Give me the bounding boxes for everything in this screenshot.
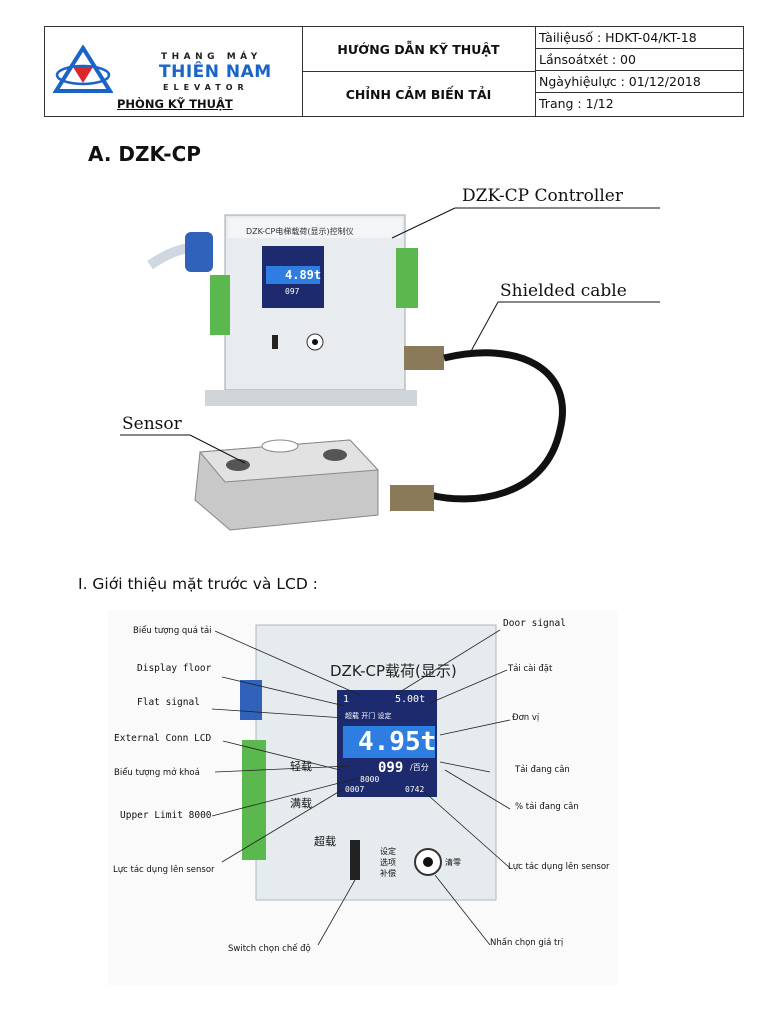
lcd-main-value: 4.95t bbox=[358, 727, 437, 757]
section-a-heading: A. DZK-CP bbox=[88, 142, 201, 166]
callout-overload-icon: Biểu tượng quá tải bbox=[133, 626, 212, 636]
label-sensor: Sensor bbox=[122, 414, 182, 434]
button-label-zero: 清零 bbox=[445, 858, 461, 867]
callout-door-signal: Door signal bbox=[503, 618, 566, 629]
company-logo-icon bbox=[53, 45, 113, 93]
section-i-heading: I. Giới thiệu mặt trước và LCD : bbox=[78, 575, 318, 593]
doc-effective-date: Ngàyhiệulực : 01/12/2018 bbox=[535, 71, 743, 93]
doc-title: HƯỚNG DẪN KỸ THUẬT bbox=[302, 27, 535, 72]
switch-label-set: 设定 bbox=[380, 847, 396, 856]
document-header: THANG MÁY THIÊN NAM ELEVATOR PHÒNG KỸ TH… bbox=[44, 26, 744, 117]
doc-subtitle: CHỈNH CẢM BIẾN TẢI bbox=[345, 86, 492, 102]
lcd-upper: 8000 bbox=[360, 775, 380, 784]
switch-label-option: 选项 bbox=[380, 858, 396, 867]
callout-switch-mode: Switch chọn chế độ bbox=[228, 944, 311, 954]
lcd-floor: 1 bbox=[343, 694, 350, 705]
callout-percent-load: % tải đang cân bbox=[515, 802, 579, 812]
logo-line3: ELEVATOR bbox=[163, 83, 249, 92]
lcd-status-row: 超载 开门 设定 bbox=[345, 712, 392, 720]
lcd-value-small: 4.89t bbox=[285, 268, 322, 282]
side-label-full: 满载 bbox=[290, 797, 312, 810]
lcd-percent-small: 097 bbox=[285, 287, 300, 296]
callout-sensor-force-left: Lực tác dụng lên sensor bbox=[113, 865, 215, 875]
callout-sensor-force-right: Lực tác dụng lên sensor bbox=[508, 862, 610, 872]
department-name: PHÒNG KỸ THUẬT bbox=[117, 97, 233, 111]
logo-brand: THIÊN NAM bbox=[159, 62, 272, 82]
label-shielded-cable: Shielded cable bbox=[500, 281, 627, 301]
connector-icon bbox=[240, 680, 262, 720]
side-label-light: 轻载 bbox=[290, 760, 312, 773]
logo-cell: THANG MÁY THIÊN NAM ELEVATOR PHÒNG KỸ TH… bbox=[45, 27, 303, 116]
callout-external-conn: External Conn LCD bbox=[114, 733, 212, 744]
connector-left-icon bbox=[185, 232, 213, 272]
callout-unit: Đơn vị bbox=[512, 713, 540, 723]
callout-press-select: Nhấn chọn giá trị bbox=[490, 938, 564, 948]
doc-revision: Lầnsoátxét : 00 bbox=[535, 49, 743, 71]
title-cell: HƯỚNG DẪN KỸ THUẬT CHỈNH CẢM BIẾN TẢI bbox=[302, 27, 536, 116]
lcd-percent-unit: /百分 bbox=[410, 763, 429, 772]
doc-number: Tàiliệusố : HDKT-04/KT-18 bbox=[535, 27, 743, 49]
meta-cell: Tàiliệusố : HDKT-04/KT-18 Lầnsoátxét : 0… bbox=[535, 27, 743, 116]
side-label-over: 超载 bbox=[314, 835, 336, 848]
callout-unlock-icon: Biểu tượng mở khoá bbox=[114, 768, 200, 778]
callout-set-load: Tải cài đặt bbox=[508, 664, 553, 674]
panel-title: DZK-CP载荷(显示) bbox=[330, 662, 457, 680]
lcd-right-small: 0742 bbox=[405, 785, 425, 794]
callout-current-load: Tải đang cân bbox=[515, 765, 570, 775]
logo-line1: THANG MÁY bbox=[161, 52, 262, 62]
lcd-left-small: 0007 bbox=[345, 785, 365, 794]
product-photo-diagram bbox=[120, 207, 660, 531]
label-controller: DZK-CP Controller bbox=[462, 186, 623, 206]
switch-label-comp: 补偿 bbox=[380, 869, 396, 878]
front-panel-diagram bbox=[108, 610, 618, 985]
callout-upper-limit: Upper Limit 8000 bbox=[120, 810, 212, 821]
callout-display-floor: Display floor bbox=[137, 663, 212, 674]
callout-flat-signal: Flat signal bbox=[137, 697, 200, 708]
device-title-small: DZK-CP电梯载荷(显示)控制仪 bbox=[246, 227, 354, 236]
doc-page: Trang : 1/12 bbox=[539, 96, 614, 111]
lcd-set-load: 5.00t bbox=[395, 694, 426, 705]
lcd-percent: 099 bbox=[378, 760, 404, 776]
